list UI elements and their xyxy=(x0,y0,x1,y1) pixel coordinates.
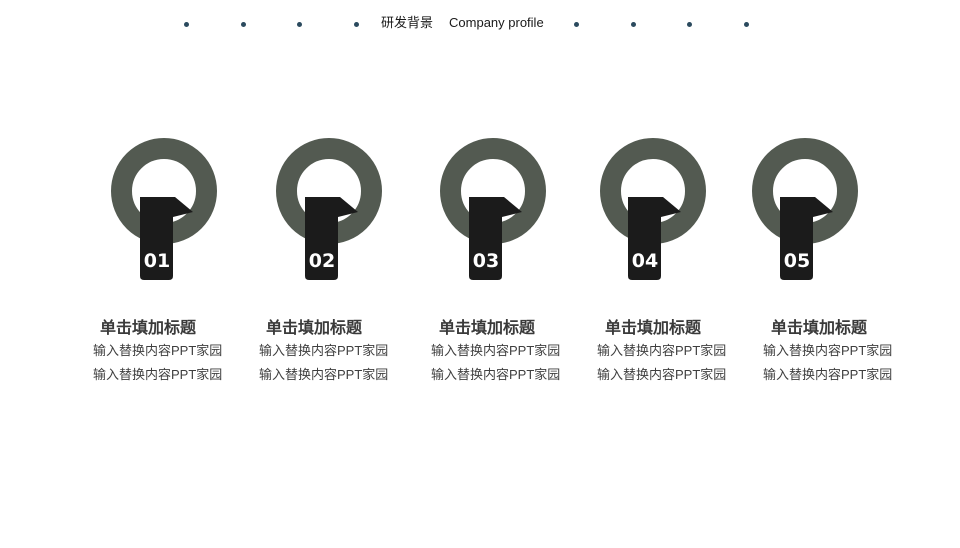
step-number: 04 xyxy=(631,250,659,272)
step-number: 03 xyxy=(472,250,500,272)
header-dot-icon xyxy=(354,22,359,27)
step-number: 02 xyxy=(308,250,336,272)
item-title[interactable]: 单击填加标题 xyxy=(605,320,702,337)
tab-shape-icon xyxy=(780,197,833,280)
tab-shape-icon xyxy=(305,197,358,280)
header-dot-icon xyxy=(184,22,189,27)
step-number: 05 xyxy=(783,250,811,272)
item-body-line[interactable]: 输入替换内容PPT家园 xyxy=(763,343,893,358)
number-tab: 03 xyxy=(469,197,523,280)
tab-shape-icon xyxy=(140,197,193,280)
step-number: 01 xyxy=(143,250,171,272)
item-body-line[interactable]: 输入替换内容PPT家园 xyxy=(259,367,389,382)
header-dot-icon xyxy=(744,22,749,27)
item-body-line[interactable]: 输入替换内容PPT家园 xyxy=(431,367,561,382)
item-title[interactable]: 单击填加标题 xyxy=(266,320,363,337)
number-tab: 05 xyxy=(780,197,834,280)
number-tab: 02 xyxy=(305,197,359,280)
header-title-zh: 研发背景 xyxy=(381,15,434,30)
item-body-line[interactable]: 输入替换内容PPT家园 xyxy=(431,343,561,358)
item-body-line[interactable]: 输入替换内容PPT家园 xyxy=(93,343,223,358)
item-title[interactable]: 单击填加标题 xyxy=(771,320,868,337)
item-title[interactable]: 单击填加标题 xyxy=(100,320,197,337)
header-title: 研发背景 Company profile xyxy=(381,14,544,32)
header-dot-icon xyxy=(574,22,579,27)
number-tab: 01 xyxy=(140,197,194,280)
number-tab: 04 xyxy=(628,197,682,280)
header-dot-icon xyxy=(631,22,636,27)
header-title-en: Company profile xyxy=(449,15,544,30)
tab-shape-icon xyxy=(628,197,681,280)
item-body-line[interactable]: 输入替换内容PPT家园 xyxy=(597,367,727,382)
item-body-line[interactable]: 输入替换内容PPT家园 xyxy=(93,367,223,382)
item-body-line[interactable]: 输入替换内容PPT家园 xyxy=(259,343,389,358)
item-title[interactable]: 单击填加标题 xyxy=(439,320,536,337)
header-dot-icon xyxy=(687,22,692,27)
tab-shape-icon xyxy=(469,197,522,280)
header-dot-icon xyxy=(297,22,302,27)
item-body-line[interactable]: 输入替换内容PPT家园 xyxy=(597,343,727,358)
item-body-line[interactable]: 输入替换内容PPT家园 xyxy=(763,367,893,382)
header-dot-icon xyxy=(241,22,246,27)
